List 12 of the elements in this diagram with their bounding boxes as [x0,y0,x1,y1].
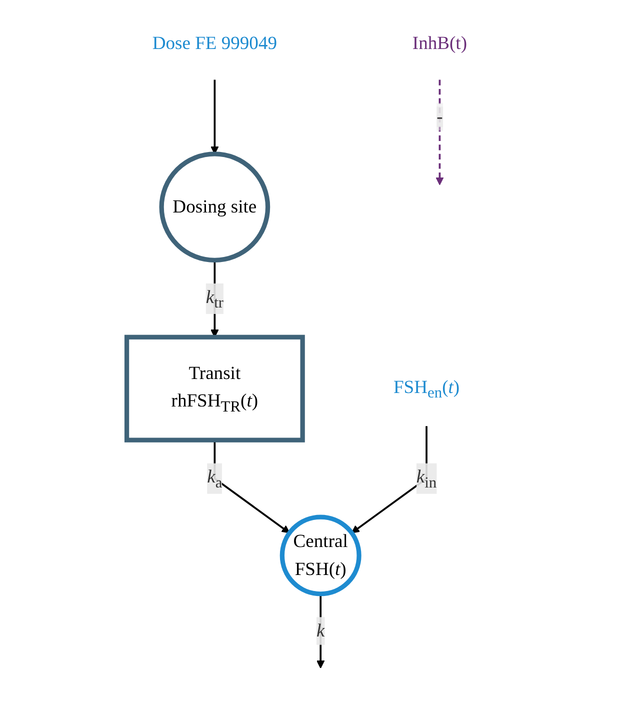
edge-label: k$_{a}$ [207,466,223,492]
edge-label: k [316,620,326,642]
edge-label: - [436,106,444,128]
edge-label: k$_{in}$ [416,466,437,492]
node-text: Dose FE 999049 [152,33,278,54]
arrow [210,80,220,154]
node-text: InhB(t) [412,33,468,54]
edge-label: k$_{tr}$ [206,287,224,312]
node-box: Transit rhFSH$_{TR}$(t) [124,334,306,442]
node-circle: Central FSH(t) [280,514,362,596]
node-text: FSH$_{en}$(t) [394,377,460,402]
node-circle: Dosing site [160,152,270,262]
